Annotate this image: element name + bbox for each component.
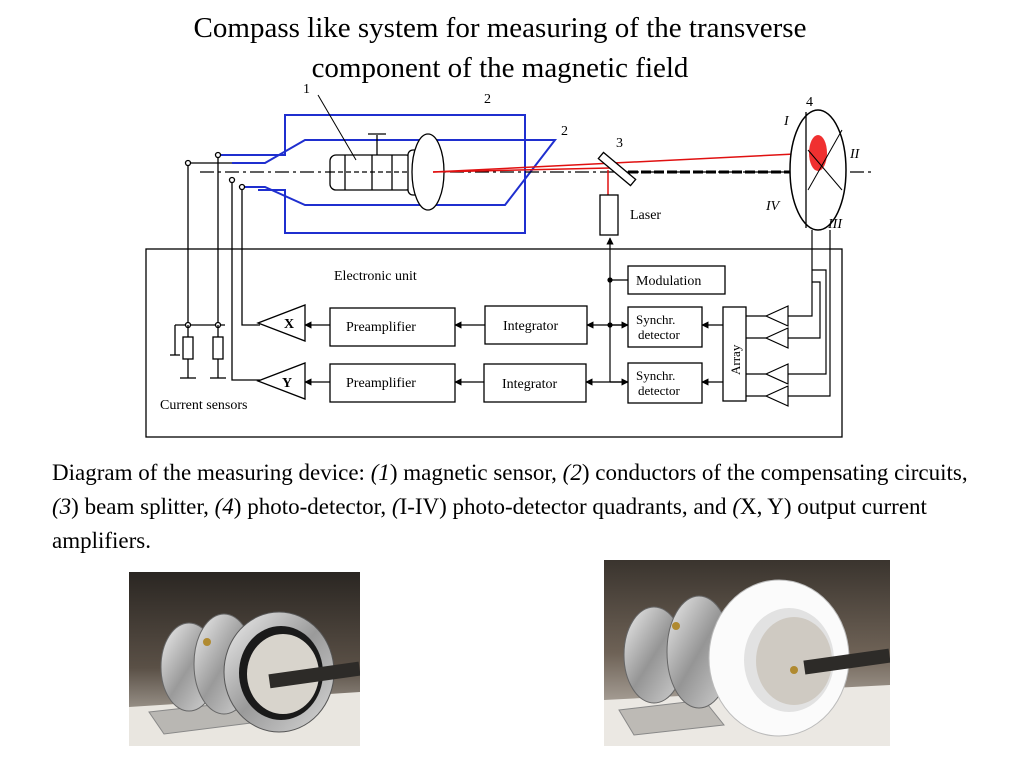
current-wires — [184, 151, 260, 381]
caption-text-6: X, Y) output current amplifiers. — [52, 494, 927, 553]
sensor-photo-metal-ring — [129, 572, 360, 746]
label-2-right: 2 — [561, 124, 568, 139]
photo-detector — [789, 109, 847, 231]
modulation-box — [627, 265, 726, 295]
label-1-leader — [317, 94, 357, 161]
synchr-detector-y-line2: detector — [638, 383, 681, 398]
label-3: 3 — [616, 136, 623, 151]
array-label: Array — [728, 344, 743, 375]
laser-beam-incident — [432, 167, 611, 173]
signal-connections — [304, 237, 723, 386]
preamplifier-x-label: Preamplifier — [346, 320, 416, 335]
caption-ref-1: (1 — [370, 460, 390, 485]
caption-ref-5: ( — [391, 494, 400, 519]
detector-light-spot — [809, 135, 827, 171]
quadrant-input-buffers — [746, 230, 831, 407]
preamplifier-y-box — [329, 363, 456, 403]
caption-ref-6: ( — [732, 494, 740, 519]
quadrant-I-label: I — [783, 114, 790, 129]
caption-ref-3: (3 — [52, 494, 72, 519]
quadrant-II-label: II — [849, 147, 861, 162]
conductor-loop-outer — [218, 114, 526, 234]
caption-ref-2: (2 — [562, 460, 582, 485]
beam-splitter — [597, 151, 637, 187]
amplifier-y: Y — [256, 362, 306, 400]
caption-text-2: ) conductors of the compensating circuit… — [581, 460, 968, 485]
laser-beam-to-detector — [432, 152, 816, 173]
caption-text-1: ) magnetic sensor, — [389, 460, 563, 485]
amplifier-x: X — [256, 304, 306, 342]
integrator-x-box — [484, 305, 588, 345]
laser-label: Laser — [630, 208, 661, 223]
synchr-detector-y-line1: Synchr. — [636, 368, 675, 383]
array-box — [722, 306, 747, 402]
amplifier-x-label: X — [284, 317, 294, 332]
integrator-x-label: Integrator — [503, 319, 559, 334]
title-line-1: Compass like system for measuring of the… — [193, 12, 807, 44]
current-sensor-resistors — [170, 321, 226, 379]
current-sensors-label: Current sensors — [160, 398, 248, 413]
caption-text-4: ) photo-detector, — [233, 494, 392, 519]
electronic-unit-box — [145, 248, 843, 438]
measuring-device-diagram: Laser 1 2 2 3 4 I II III IV Electronic u… — [145, 82, 872, 438]
caption-ref-4: (4 — [214, 494, 234, 519]
electronic-unit-label: Electronic unit — [334, 269, 417, 284]
sensor-photo-white-ring — [604, 560, 890, 746]
amplifier-y-label: Y — [282, 376, 292, 391]
magnetic-sensor — [329, 133, 445, 211]
quadrant-IV-label: IV — [765, 199, 781, 214]
preamplifier-y-label: Preamplifier — [346, 376, 416, 391]
caption-text-3: ) beam splitter, — [71, 494, 215, 519]
label-1: 1 — [303, 82, 310, 97]
synchr-detector-x-box — [627, 306, 703, 348]
diagram-caption: Diagram of the measuring device: (1) mag… — [52, 456, 992, 558]
laser-source — [599, 194, 619, 236]
integrator-y-box — [483, 363, 587, 403]
label-2-top: 2 — [484, 92, 491, 107]
title-line-2: component of the magnetic field — [311, 52, 689, 84]
modulation-label: Modulation — [636, 274, 701, 289]
synchr-detector-y-box — [627, 362, 703, 404]
label-4: 4 — [806, 95, 813, 110]
integrator-y-label: Integrator — [502, 377, 558, 392]
caption-prefix: Diagram of the measuring device: — [52, 460, 371, 485]
preamplifier-x-box — [329, 307, 456, 347]
page-title: Compass like system for measuring of the… — [0, 8, 1000, 88]
caption-text-5: I-IV) photo-detector quadrants, and — [399, 494, 733, 519]
synchr-detector-x-line1: Synchr. — [636, 312, 675, 327]
synchr-detector-x-line2: detector — [638, 327, 681, 342]
quadrant-III-label: III — [827, 217, 843, 232]
